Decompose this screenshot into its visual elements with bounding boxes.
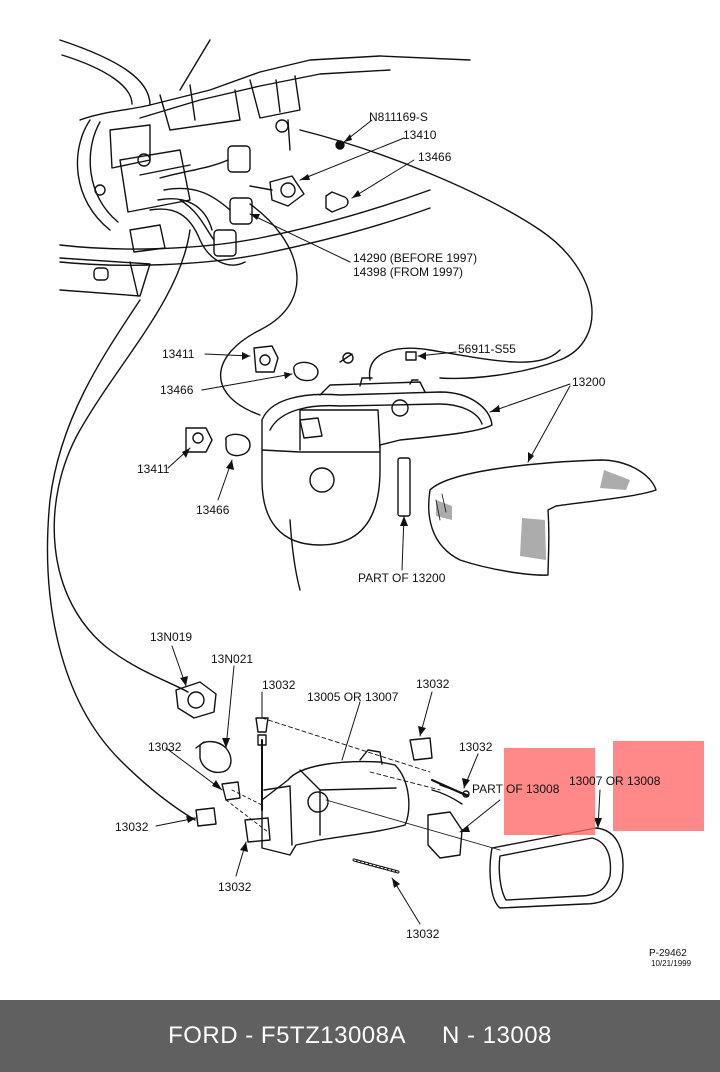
callout-13032-right: 13032 — [459, 740, 493, 754]
callout-56911-s55: 56911-S55 — [458, 342, 516, 356]
parking-lamp-lens — [428, 459, 657, 576]
parking-lamp-assembly — [185, 345, 493, 546]
highlight-box-part-13008 — [504, 748, 595, 835]
callout-13032-top-right: 13032 — [416, 677, 450, 691]
callout-13200: 13200 — [572, 375, 606, 389]
parts-diagram: N811169-S 13410 13466 14290 (BEFORE 1997… — [46, 39, 704, 968]
callout-13032-left: 13032 — [148, 740, 182, 754]
part-number-footer: FORD - F5TZ13008A N - 13008 — [0, 1000, 720, 1072]
callout-13411-upper: 13411 — [162, 347, 195, 361]
footer-part-number: FORD - F5TZ13008A — [168, 1022, 406, 1049]
wiring-harness-lines — [46, 129, 593, 821]
figure-date: 10/21/1999 — [651, 959, 692, 968]
callout-14398: 14398 (FROM 1997) — [353, 265, 463, 279]
figure-reference: P-29462 — [649, 948, 687, 959]
callout-13032-top: 13032 — [262, 678, 296, 692]
callout-part-of-13200: PART OF 13200 — [358, 571, 446, 585]
callout-13n019: 13N019 — [150, 630, 192, 644]
leader-arrowheads — [180, 134, 602, 888]
callout-13410: 13410 — [403, 128, 437, 142]
footer-part-code: N - 13008 — [442, 1022, 552, 1049]
callout-13005-or-13007: 13005 OR 13007 — [307, 690, 399, 704]
callout-13411-lower: 13411 — [137, 462, 170, 476]
callout-13032-bottom: 13032 — [218, 880, 252, 894]
fog-lamp-lens — [489, 827, 624, 909]
vehicle-front-structure — [59, 39, 471, 297]
callout-13007-or-13008: 13007 OR 13008 — [569, 774, 661, 788]
highlight-box-13007-13008 — [613, 741, 704, 831]
callout-part-of-13008: PART OF 13008 — [472, 782, 560, 796]
callout-13466-top: 13466 — [418, 150, 452, 164]
callout-13032-far-left: 13032 — [115, 820, 149, 834]
callout-n811169-s: N811169-S — [369, 110, 428, 124]
callout-13n021: 13N021 — [211, 652, 253, 666]
fog-lamp-assembly — [175, 681, 501, 874]
callout-13032-bottom-right: 13032 — [406, 927, 440, 941]
callout-13466-low: 13466 — [196, 503, 230, 517]
callout-14290: 14290 (BEFORE 1997) — [353, 251, 477, 265]
callout-13466-mid: 13466 — [160, 383, 194, 397]
